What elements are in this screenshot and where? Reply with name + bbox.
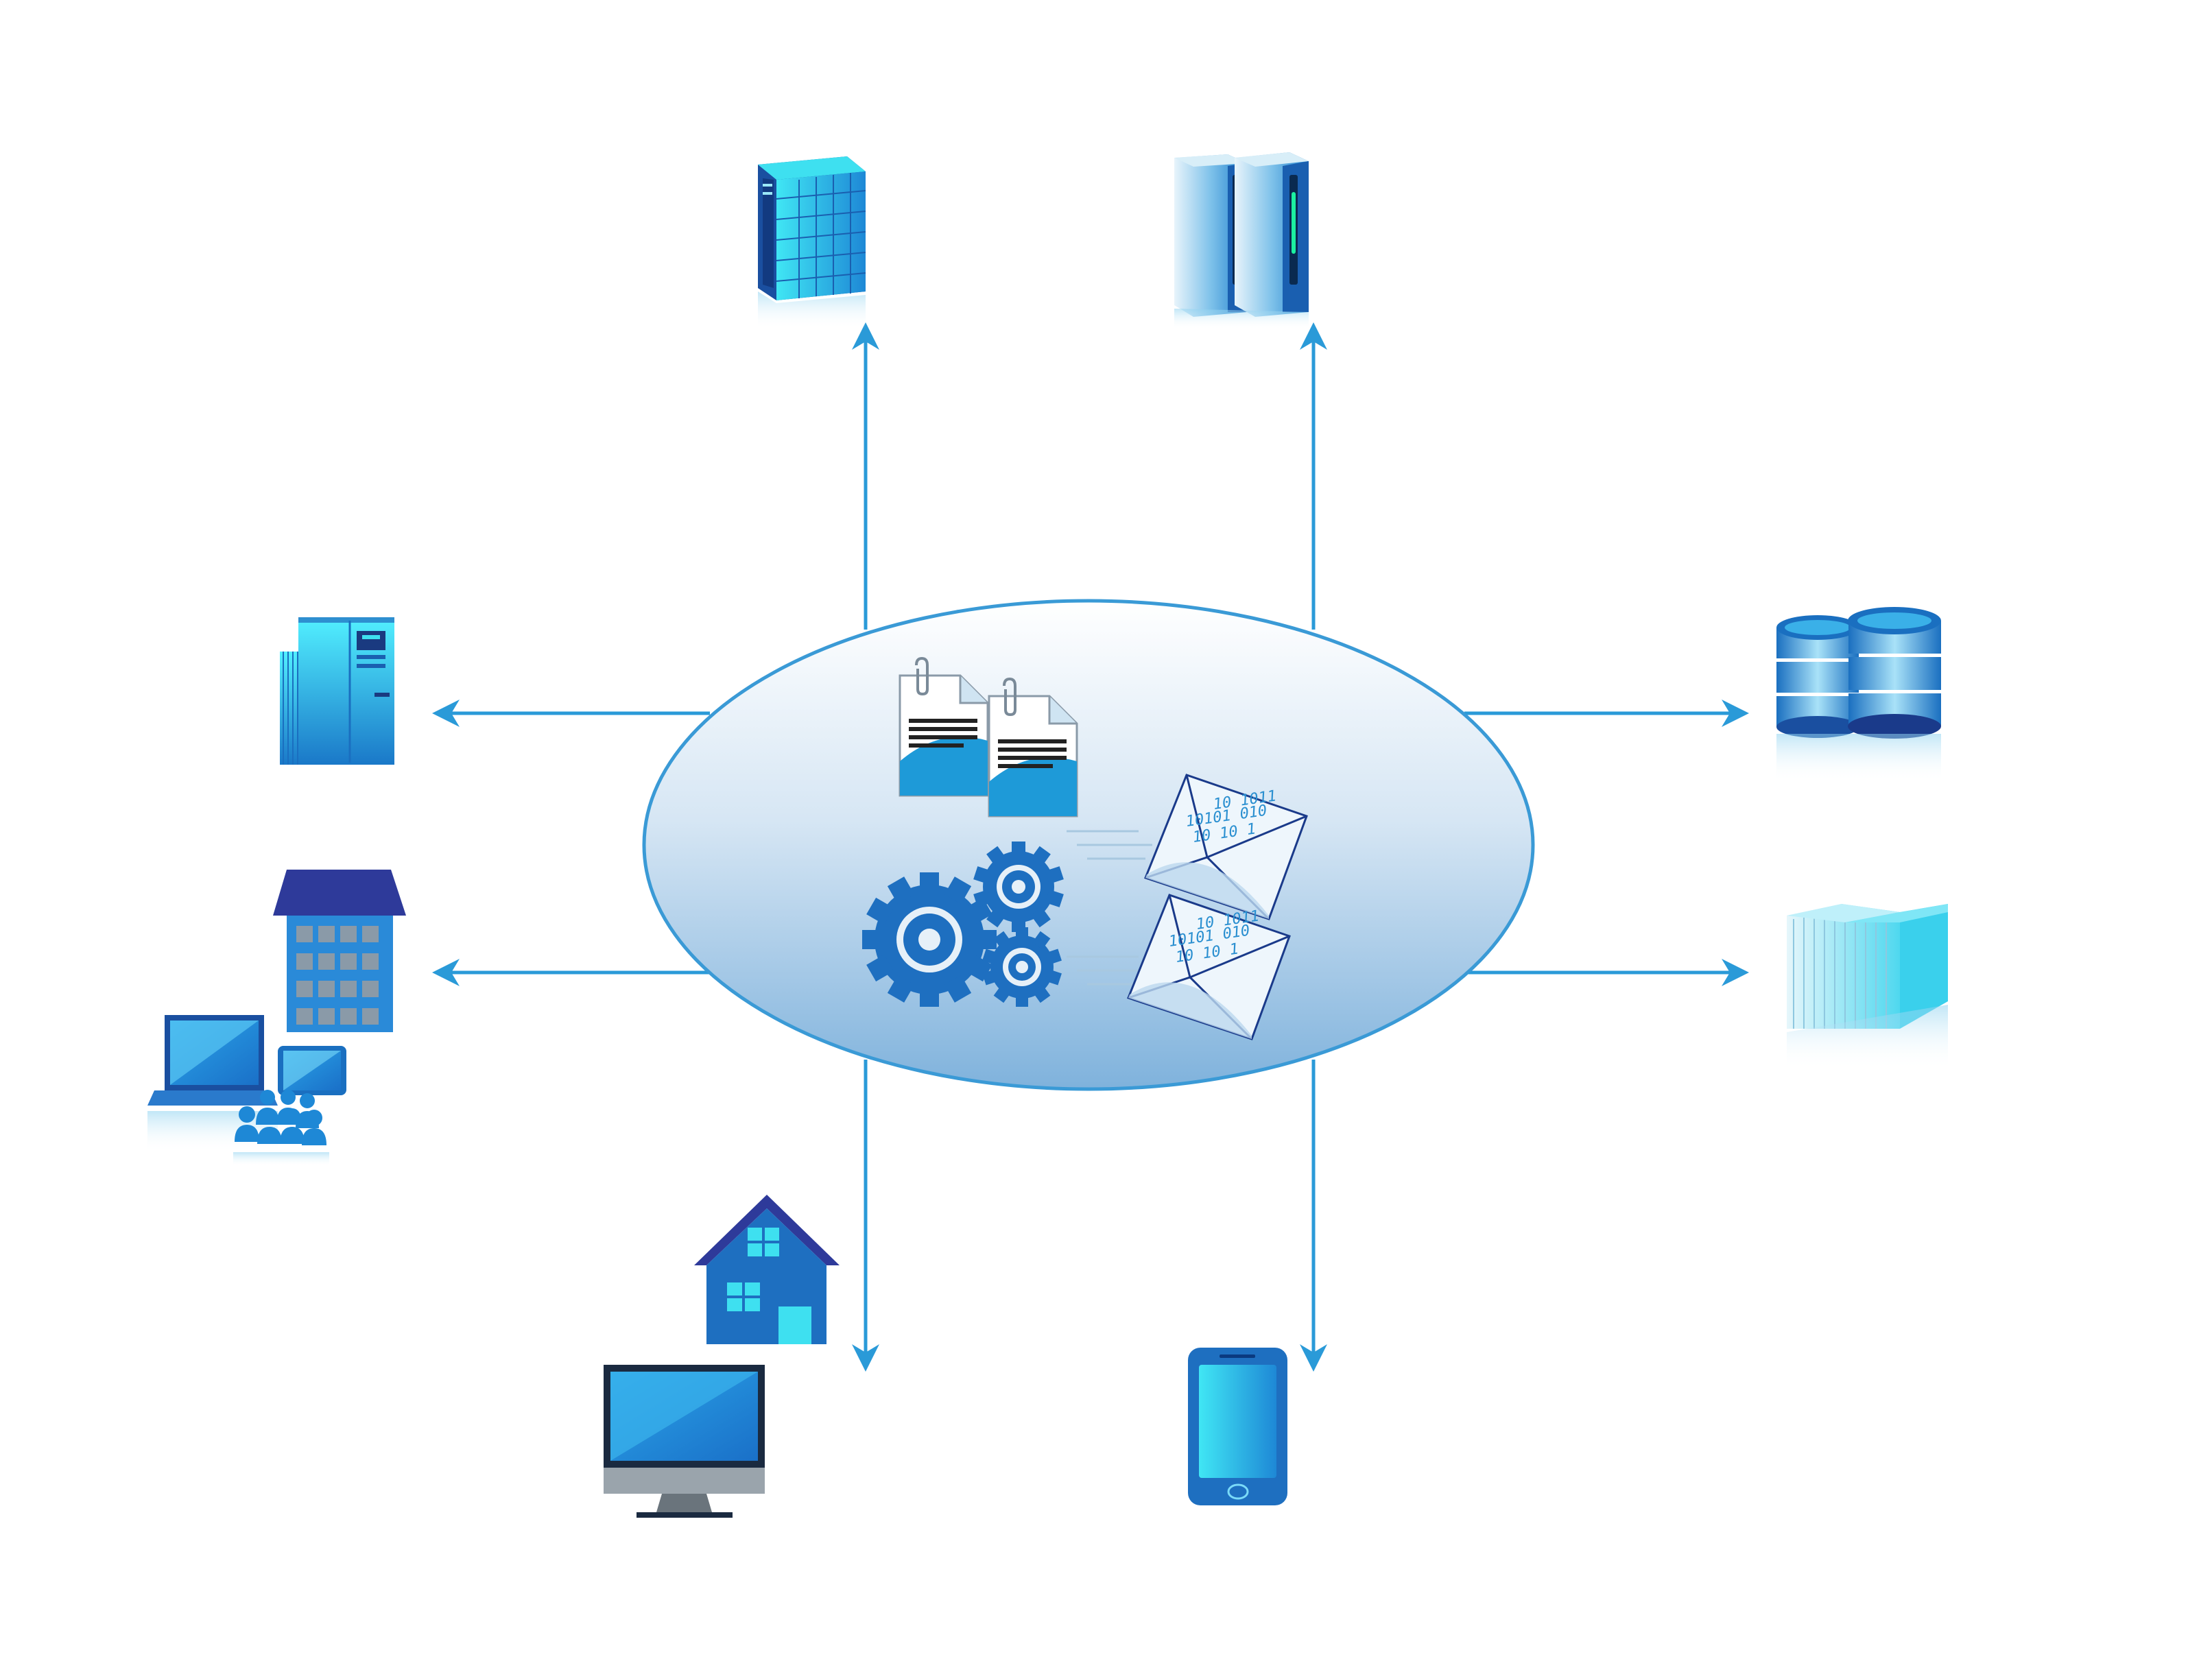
document-icon xyxy=(899,656,989,797)
tablet-icon xyxy=(278,1046,346,1095)
smartphone-icon xyxy=(1188,1348,1287,1505)
gears-icon xyxy=(862,842,1064,1007)
office-building-icon xyxy=(273,870,406,1032)
email-envelope-icon: 10 1011 10101 010 10 10 1 xyxy=(1144,774,1308,920)
central-hub: 10 1011 10101 010 10 10 1 10 1011 10101 … xyxy=(642,599,1535,1091)
mainframe-server-icon xyxy=(280,617,394,765)
email-envelope-icon: 10 1011 10101 010 10 10 1 xyxy=(1127,894,1291,1040)
connectors xyxy=(432,322,1749,1372)
server-rack-icon xyxy=(1174,152,1309,329)
server-tower-icon xyxy=(758,156,866,329)
desktop-monitor-icon xyxy=(604,1365,765,1518)
document-icon xyxy=(988,677,1078,817)
house-icon xyxy=(694,1195,840,1344)
laptop-icon xyxy=(147,1015,278,1152)
users-group-icon xyxy=(233,1090,329,1166)
data-center-icon xyxy=(1787,904,1948,1070)
database-icon xyxy=(1776,607,1941,782)
